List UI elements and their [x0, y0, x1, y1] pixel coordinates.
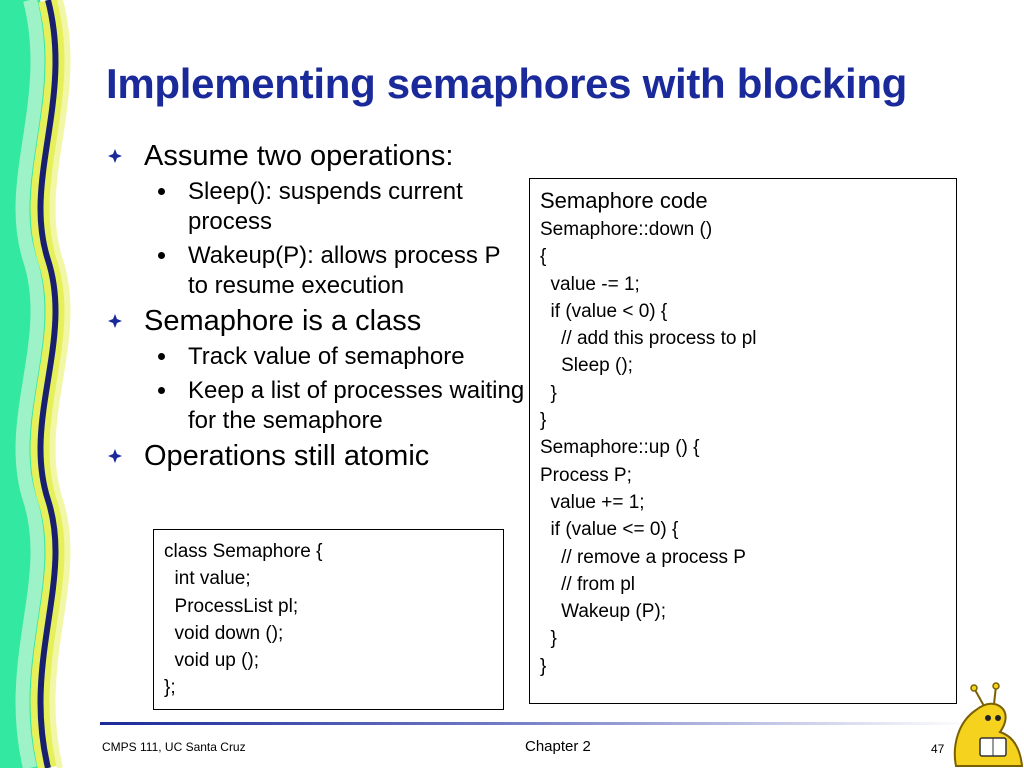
dot-bullet-icon	[158, 387, 165, 394]
class-definition-code-box: class Semaphore { int value; ProcessList…	[153, 529, 504, 710]
code-line: void down ();	[164, 622, 284, 644]
bullet-item: Semaphore is a class	[106, 305, 526, 338]
left-wave-decoration	[0, 0, 71, 768]
code-line: Semaphore::up () {	[540, 437, 700, 459]
semaphore-code-box: Semaphore code Semaphore::down () { valu…	[529, 178, 957, 704]
bullet-item: Assume two operations:	[106, 140, 526, 173]
code-line: {	[540, 246, 547, 268]
code-line: value += 1;	[540, 491, 645, 513]
bullet-text: Semaphore is a class	[144, 305, 422, 337]
bullet-list: Assume two operations: Sleep(): suspends…	[106, 140, 526, 477]
code-line: class Semaphore {	[164, 541, 323, 562]
footer-chapter-label: Chapter 2	[525, 738, 591, 755]
code-line: }	[540, 628, 557, 650]
sub-bullet-text: Track value of semaphore	[188, 343, 465, 370]
footer-course-label: CMPS 111, UC Santa Cruz	[102, 740, 246, 754]
code-line: value -= 1;	[540, 273, 640, 295]
dot-bullet-icon	[158, 188, 165, 195]
code-line: }	[540, 382, 557, 404]
bullet-text: Assume two operations:	[144, 140, 454, 172]
diamond-bullet-icon	[108, 449, 122, 463]
sub-bullet-item: Wakeup(P): allows process P to resume ex…	[106, 241, 526, 301]
code-line: // add this process to pl	[540, 328, 757, 350]
bullet-text: Operations still atomic	[144, 440, 430, 472]
diamond-bullet-icon	[108, 149, 122, 163]
code-line: Process P;	[540, 464, 632, 486]
sub-bullet-text: Wakeup(P): allows process P to resume ex…	[188, 242, 501, 299]
code-line: if (value < 0) {	[540, 300, 668, 322]
bullet-item: Operations still atomic	[106, 440, 526, 473]
code-line: }	[540, 410, 547, 432]
code-line: Semaphore::down ()	[540, 219, 713, 240]
sub-bullet-text: Sleep(): suspends current process	[188, 178, 463, 235]
code-line: int value;	[164, 568, 251, 590]
sub-bullet-item: Track value of semaphore	[106, 342, 526, 372]
code-line: };	[164, 677, 176, 699]
sub-bullet-item: Sleep(): suspends current process	[106, 177, 526, 237]
code-line: void up ();	[164, 650, 260, 672]
banana-slug-mascot-icon	[953, 682, 1024, 767]
slide-title: Implementing semaphores with blocking	[106, 60, 908, 107]
dot-bullet-icon	[158, 252, 165, 259]
dot-bullet-icon	[158, 353, 165, 360]
code-line: // from pl	[540, 573, 636, 595]
code-box-heading: Semaphore code	[540, 188, 708, 213]
sub-bullet-text: Keep a list of processes waiting for the…	[188, 377, 525, 434]
code-line: }	[540, 655, 547, 677]
code-line: if (value <= 0) {	[540, 519, 679, 541]
sub-bullet-item: Keep a list of processes waiting for the…	[106, 376, 526, 436]
page-number: 47	[931, 742, 945, 756]
code-line: Sleep ();	[540, 355, 633, 377]
code-line: ProcessList pl;	[164, 595, 299, 617]
diamond-bullet-icon	[108, 314, 122, 328]
code-line: // remove a process P	[540, 546, 746, 568]
footer-divider	[100, 722, 970, 725]
code-line: Wakeup (P);	[540, 601, 666, 623]
